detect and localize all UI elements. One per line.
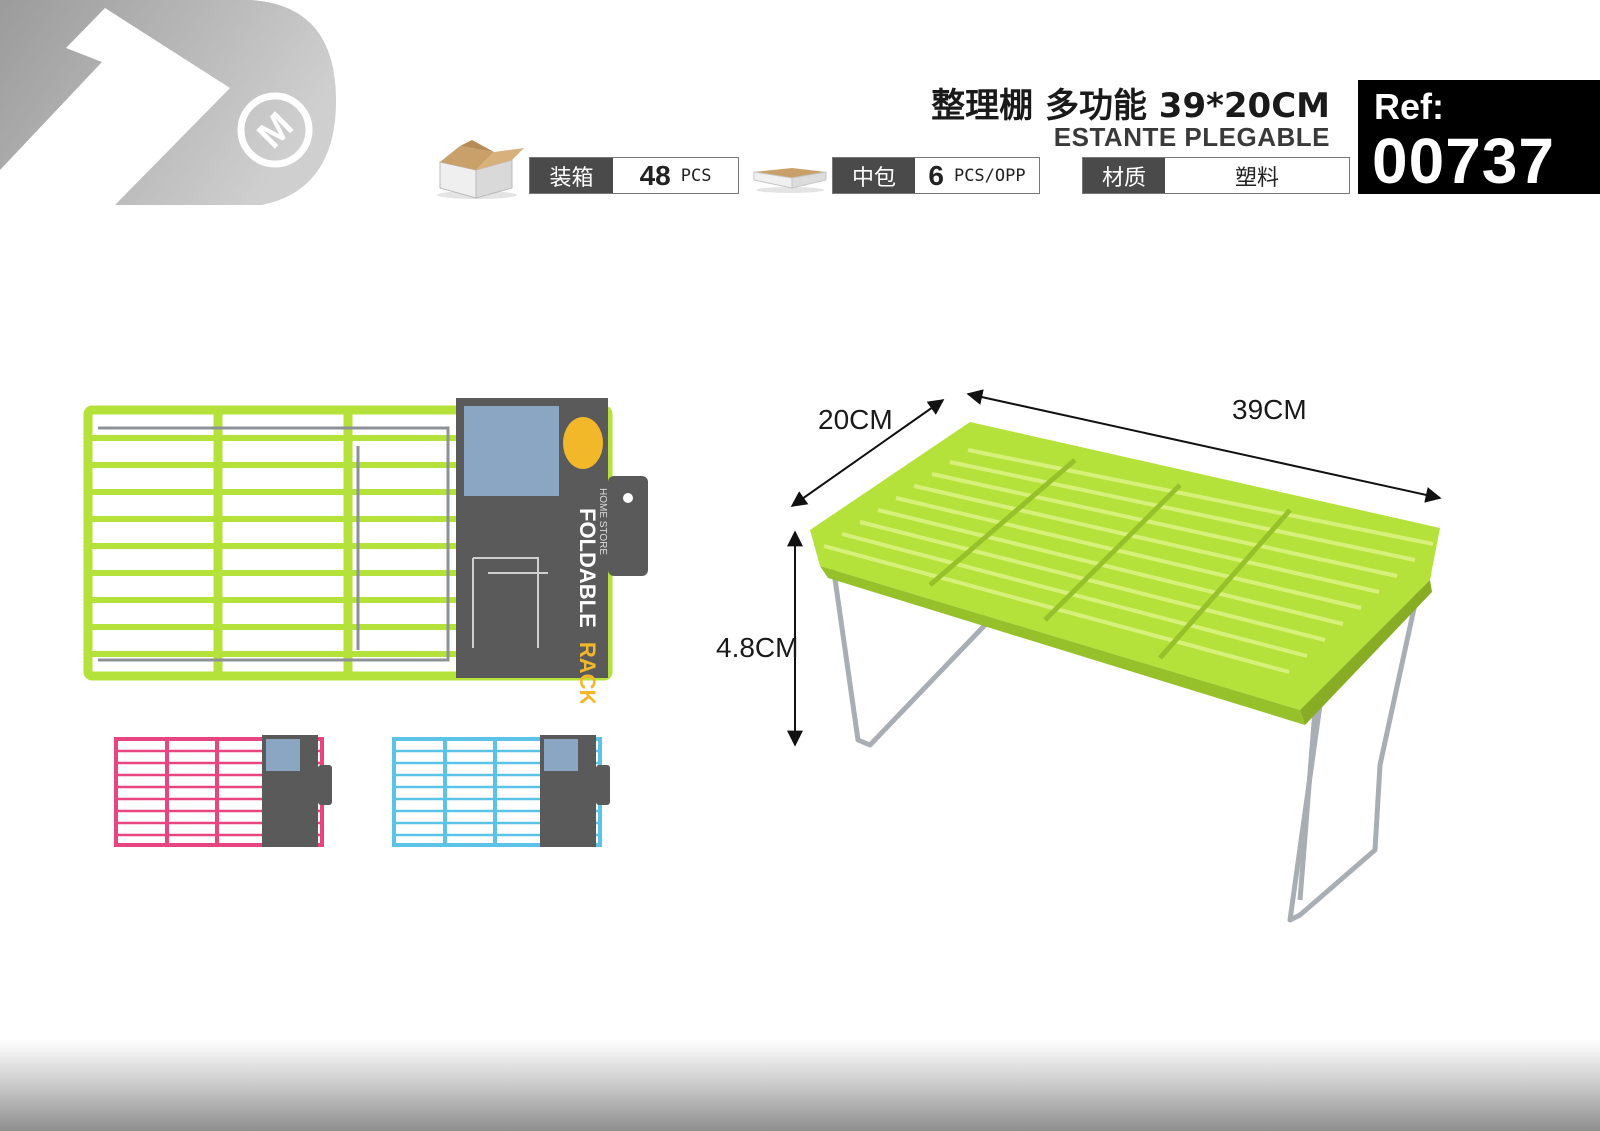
spec-material-label: 材质: [1083, 158, 1165, 193]
dimension-height-label: 4.8CM: [716, 632, 799, 663]
dimension-length-label: 39CM: [1232, 394, 1307, 425]
packaging-photo: [464, 406, 559, 496]
packaging-hang-tab: [608, 476, 648, 576]
folded-legs-chrome: [98, 426, 450, 662]
spec-inner-pack-label: 中包: [833, 158, 915, 193]
inner-pack-tray-icon: [753, 168, 827, 193]
packaging-badge: [563, 417, 603, 469]
package-title-foldable: FOLDABLE: [575, 508, 600, 628]
dimension-arrow-width: [790, 399, 945, 507]
product-title-chinese: 整理棚 多功能 39*20CM: [931, 86, 1330, 126]
packaging-rack-drawing: [472, 557, 548, 648]
product-packaged-green: FOLDABLE RACK HOME STORE: [83, 398, 648, 703]
carton-box-icon: [437, 140, 524, 199]
product-variant-pink: [114, 735, 332, 847]
svg-text:FOLDABLE RACK: FOLDABLE RACK: [575, 508, 600, 703]
spec-inner-pack-unit: PCS/OPP: [953, 165, 1026, 186]
spec-carton: 装箱 48 PCS: [529, 157, 739, 194]
rack-shelf-edge-front: [820, 566, 1305, 725]
package-title-rack: RACK: [575, 642, 600, 703]
spec-material: 材质 塑料: [1082, 157, 1350, 194]
dimension-width-label: 20CM: [818, 404, 893, 435]
spec-material-value: 塑料: [1234, 165, 1279, 191]
rack-3d-view: [787, 389, 1442, 923]
dimension-arrow-length: [966, 389, 1442, 503]
brand-logo: M: [0, 0, 337, 205]
spec-inner-pack-value: 6: [928, 159, 944, 191]
reference-number: 00737: [1372, 125, 1555, 197]
rack-shelf-edge-side: [1300, 580, 1432, 725]
package-brand: HOME STORE: [597, 488, 608, 555]
spec-carton-label: 装箱: [530, 158, 613, 193]
reference-label: Ref:: [1374, 86, 1444, 127]
product-title-spanish: ESTANTE PLEGABLE: [1053, 122, 1330, 152]
spec-inner-pack: 中包 6 PCS/OPP: [832, 157, 1040, 194]
reference-box: Ref: 00737: [1358, 80, 1600, 197]
spec-carton-value: 48: [639, 159, 671, 191]
spec-carton-unit: PCS: [680, 165, 712, 186]
footer-gradient: [0, 1040, 1600, 1131]
product-variant-blue: [392, 735, 610, 847]
packaging-hang-hole: [623, 493, 633, 503]
